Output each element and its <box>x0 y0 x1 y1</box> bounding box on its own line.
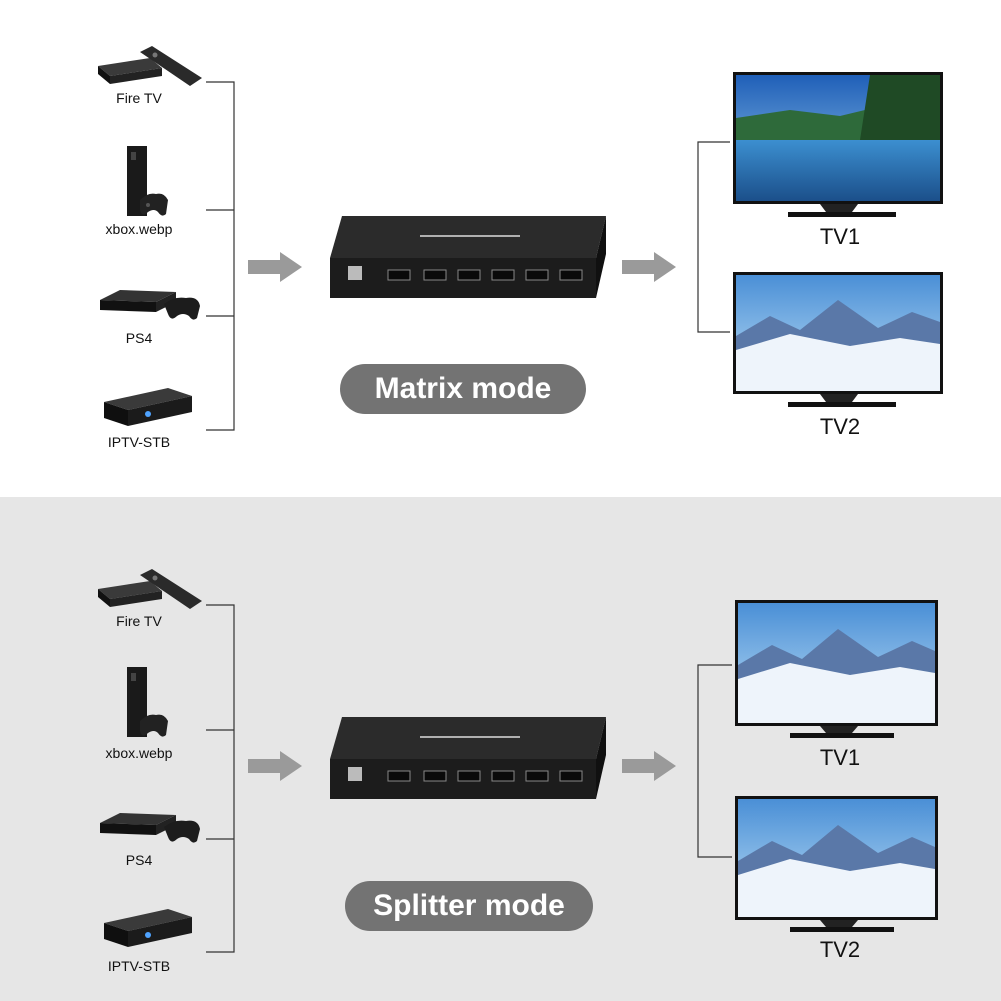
source-label: IPTV-STB <box>107 958 171 974</box>
xbox-icon <box>127 667 168 737</box>
mode-label: Splitter mode <box>345 881 593 931</box>
source-label: IPTV-STB <box>107 434 171 450</box>
tv2-screen <box>733 272 943 407</box>
tv2-screen <box>735 796 938 932</box>
arrow-right-icon <box>248 252 302 282</box>
mode-label: Matrix mode <box>340 364 586 414</box>
arrow-right-icon <box>622 751 676 781</box>
ps4-icon <box>100 813 200 843</box>
tv1-screen <box>735 600 938 738</box>
tv1-screen <box>733 72 943 217</box>
hdmi-matrix-device <box>330 717 606 799</box>
source-label: Fire TV <box>116 613 162 629</box>
hdmi-matrix-device <box>330 216 606 298</box>
source-label: PS4 <box>125 852 153 868</box>
output-bracket <box>697 141 730 333</box>
source-label: PS4 <box>125 330 153 346</box>
splitter-mode-panel: Fire TV xbox.webp PS4 IPTV-STB Splitter … <box>0 497 1001 1001</box>
splitter-diagram <box>98 569 938 953</box>
output-label: TV1 <box>819 745 861 770</box>
arrow-right-icon <box>248 751 302 781</box>
source-label: xbox.webp <box>105 221 173 237</box>
output-bracket <box>697 664 732 858</box>
iptv-stb-icon <box>104 909 192 947</box>
output-label: TV2 <box>819 414 861 439</box>
arrow-right-icon <box>622 252 676 282</box>
fire-tv-icon <box>98 46 202 86</box>
input-bracket <box>206 81 235 431</box>
ps4-icon <box>100 290 200 320</box>
matrix-diagram <box>98 46 943 431</box>
source-label: Fire TV <box>116 90 162 106</box>
xbox-icon <box>127 146 168 216</box>
output-label: TV1 <box>819 224 861 249</box>
input-bracket <box>206 604 235 953</box>
fire-tv-icon <box>98 569 202 609</box>
iptv-stb-icon <box>104 388 192 426</box>
source-label: xbox.webp <box>105 745 173 761</box>
output-label: TV2 <box>819 937 861 962</box>
matrix-mode-panel: Fire TV xbox.webp PS4 IPTV-STB Matrix mo… <box>0 0 1001 500</box>
